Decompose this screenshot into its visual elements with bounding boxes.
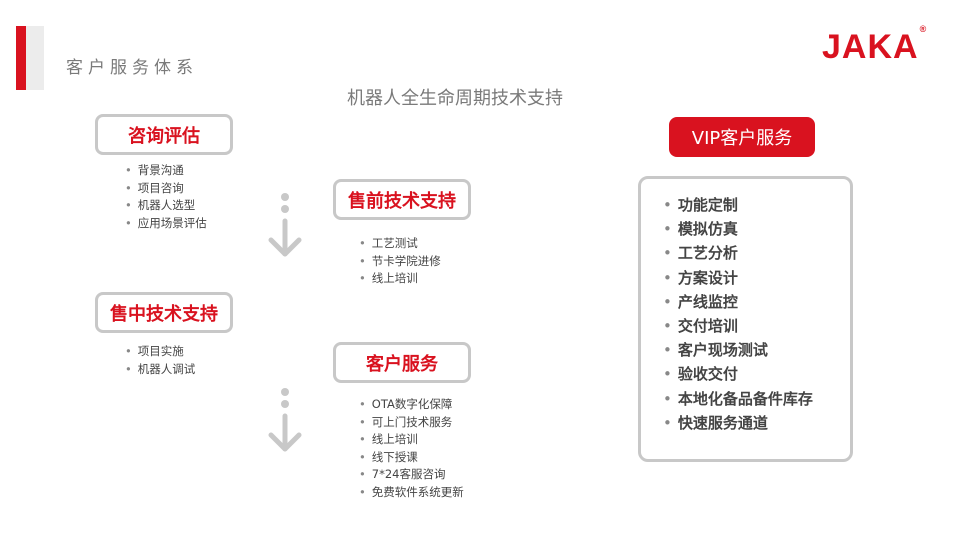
list-item: 模拟仿真 bbox=[663, 217, 813, 241]
logo-text: JAKA bbox=[822, 28, 919, 66]
accent-bar-shade bbox=[26, 26, 44, 90]
list-item: 工艺测试 bbox=[359, 235, 441, 253]
list-item: 产线监控 bbox=[663, 290, 813, 314]
jaka-logo: JAKA® bbox=[822, 24, 926, 67]
list-item: 功能定制 bbox=[663, 193, 813, 217]
list-item: 免费软件系统更新 bbox=[359, 484, 464, 502]
stage-consult-box: 咨询评估 bbox=[95, 114, 233, 155]
stage-service-list: OTA数字化保障 可上门技术服务 线上培训 线下授课 7*24客服咨询 免费软件… bbox=[359, 396, 464, 502]
stage-insale-list: 项目实施 机器人调试 bbox=[125, 343, 196, 379]
list-item: 工艺分析 bbox=[663, 241, 813, 265]
list-item: 应用场景评估 bbox=[125, 215, 207, 233]
vip-service-title: VIP客户服务 bbox=[691, 128, 793, 149]
list-item: 快速服务通道 bbox=[663, 411, 813, 435]
list-item: 客户现场测试 bbox=[663, 338, 813, 362]
arrow-down-icon bbox=[268, 193, 302, 257]
list-item: 项目咨询 bbox=[125, 180, 207, 198]
accent-bar bbox=[16, 26, 26, 90]
list-item: 背景沟通 bbox=[125, 162, 207, 180]
stage-service-title: 客户服务 bbox=[366, 353, 438, 375]
list-item: 机器人调试 bbox=[125, 361, 196, 379]
list-item: 线上培训 bbox=[359, 270, 441, 288]
vip-service-badge: VIP客户服务 bbox=[669, 117, 815, 157]
list-item: 本地化备品备件库存 bbox=[663, 387, 813, 411]
vip-service-list: 功能定制 模拟仿真 工艺分析 方案设计 产线监控 交付培训 客户现场测试 验收交… bbox=[663, 193, 813, 435]
list-item: 验收交付 bbox=[663, 362, 813, 386]
stage-insale-title: 售中技术支持 bbox=[110, 303, 218, 325]
list-item: 可上门技术服务 bbox=[359, 414, 464, 432]
list-item: 项目实施 bbox=[125, 343, 195, 361]
stage-presale-box: 售前技术支持 bbox=[333, 179, 471, 220]
arrow-down-icon bbox=[268, 388, 302, 452]
stage-insale-box: 售中技术支持 bbox=[95, 292, 233, 333]
registered-mark: ® bbox=[919, 23, 928, 34]
vip-service-box bbox=[638, 176, 853, 462]
stage-consult-list: 背景沟通 项目咨询 机器人选型 应用场景评估 bbox=[125, 162, 207, 232]
list-item: 7*24客服咨询 bbox=[359, 466, 464, 484]
stage-consult-title: 咨询评估 bbox=[128, 125, 200, 147]
page-subtitle: 机器人全生命周期技术支持 bbox=[347, 88, 563, 109]
stage-presale-title: 售前技术支持 bbox=[348, 190, 456, 212]
list-item: 线下授课 bbox=[359, 449, 464, 467]
list-item: 交付培训 bbox=[663, 314, 813, 338]
list-item: 线上培训 bbox=[359, 431, 464, 449]
stage-presale-list: 工艺测试 节卡学院进修 线上培训 bbox=[359, 235, 441, 288]
list-item: 机器人选型 bbox=[125, 197, 207, 215]
section-title: 客户服务体系 bbox=[66, 58, 198, 78]
list-item: 方案设计 bbox=[663, 266, 813, 290]
list-item: OTA数字化保障 bbox=[359, 396, 464, 414]
stage-service-box: 客户服务 bbox=[333, 342, 471, 383]
list-item: 节卡学院进修 bbox=[359, 253, 441, 271]
